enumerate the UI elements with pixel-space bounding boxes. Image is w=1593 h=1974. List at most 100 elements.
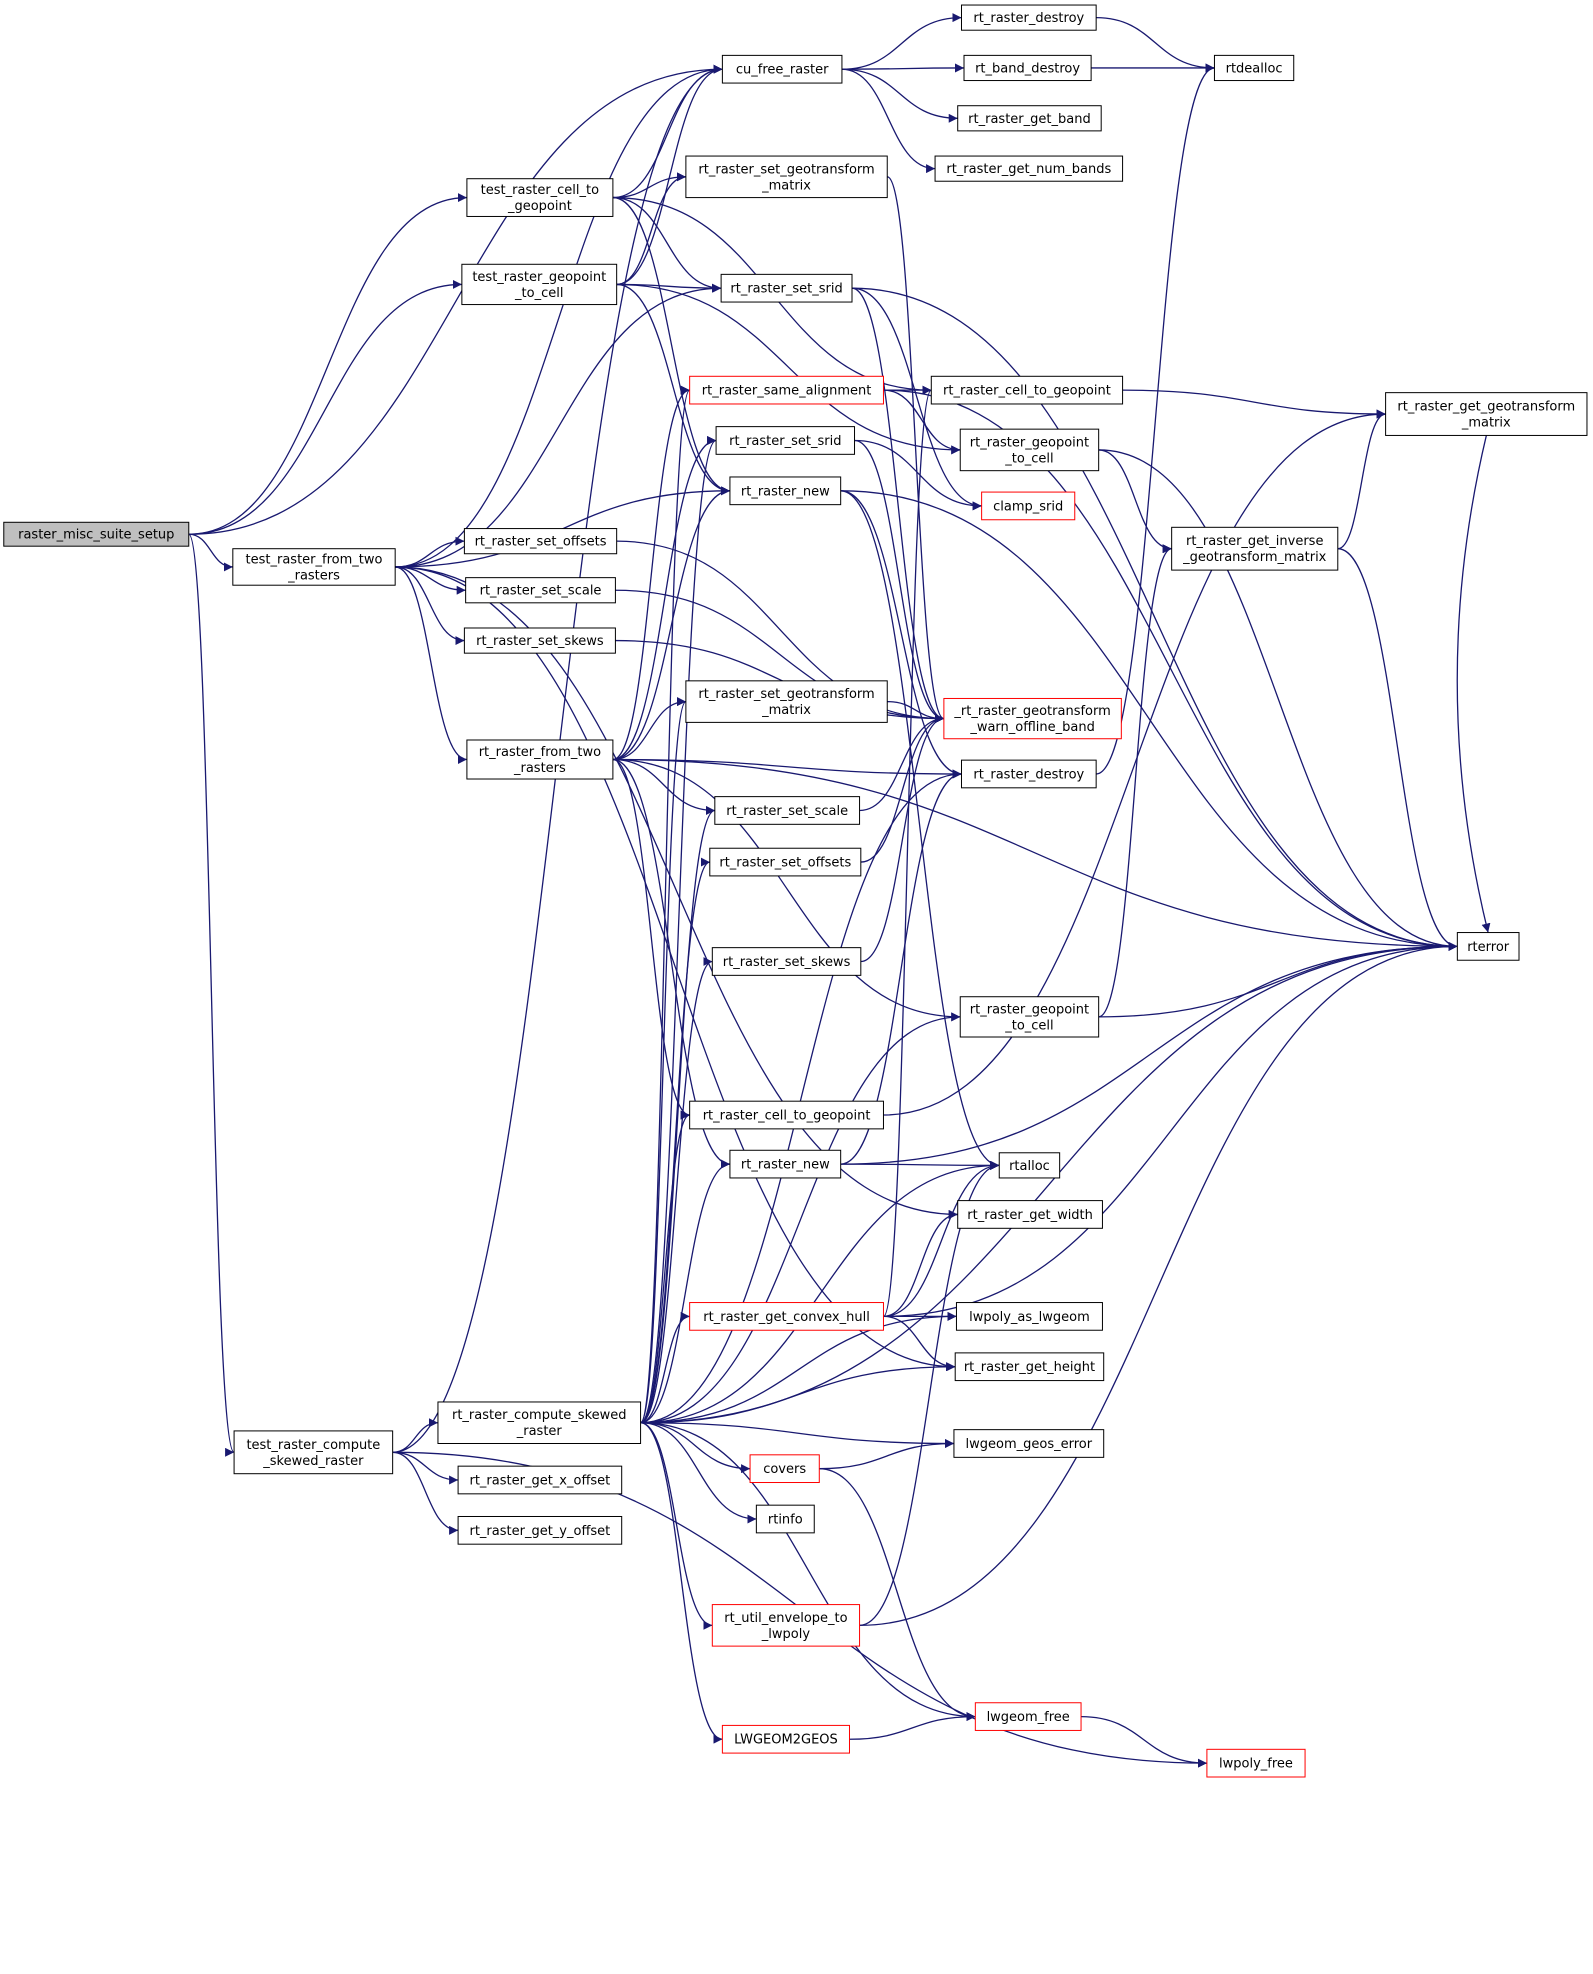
node-box [943,697,1122,740]
node-_rt_raster_geotransform_warn_offline_band[interactable]: _rt_raster_geotransform_warn_offline_ban… [943,697,1122,740]
node-label: rt_band_destroy [975,61,1080,76]
edge-test_raster_from_two_rasters-to-rt_raster_from_two_rasters [395,566,467,764]
edge-rt_raster_compute_skewed_raster-to-rt_raster_destroy_b [640,769,962,1424]
node-rt_raster_set_scale_b[interactable]: rt_raster_set_scale [714,796,861,825]
node-rt_raster_set_offsets_a[interactable]: rt_raster_set_offsets [463,528,618,555]
node-raster_misc_suite_setup[interactable]: raster_misc_suite_setup [3,521,190,547]
node-rt_raster_get_y_offset[interactable]: rt_raster_get_y_offset [457,1515,623,1545]
node-box [466,739,614,780]
edge-rt_raster_get_convex_hull-to-rt_raster_cell_to_geopoint_a [882,385,932,1318]
node-rt_raster_new_b[interactable]: rt_raster_new [729,1149,842,1179]
node-box [955,1302,1103,1331]
node-label: _to_cell [514,286,563,301]
node-rt_raster_set_srid_b[interactable]: rt_raster_set_srid [715,426,856,455]
node-rt_raster_set_scale_a[interactable]: rt_raster_set_scale [465,577,616,604]
node-lwpoly_free[interactable]: lwpoly_free [1206,1748,1306,1778]
node-rt_raster_get_num_bands[interactable]: rt_raster_get_num_bands [934,155,1124,182]
node-rt_raster_geopoint_to_cell_b[interactable]: rt_raster_geopoint_to_cell [959,996,1100,1038]
node-label: _rasters [287,568,340,583]
node-label: rt_raster_set_skews [476,634,604,649]
edge-rt_raster_cell_to_geopoint_b-to-rt_raster_get_geotransform_matrix [883,409,1386,1116]
edge-test_raster_cell_to_geopoint-to-rt_raster_set_geotransform_matrix_a [612,172,686,199]
node-box [689,1100,884,1130]
edge-rt_raster_compute_skewed_raster-to-lwgeom_free [640,1422,976,1722]
node-rt_raster_get_convex_hull[interactable]: rt_raster_get_convex_hull [689,1302,884,1331]
node-rt_band_destroy[interactable]: rt_band_destroy [963,54,1092,82]
edge-rt_raster_new_a-to-rterror [840,490,1458,951]
edge-rt_raster_from_two_rasters-to-rt_raster_set_scale_b [612,758,715,815]
edge-rt_raster_set_geotransform_matrix_a-to-_rt_raster_geotransform_warn_offline_band [886,176,945,723]
node-layer: raster_misc_suite_setup test_raster_from_… [3,4,1588,1778]
node-box [715,426,856,455]
node-box [1385,392,1588,436]
node-box [957,1200,1103,1229]
node-lwpoly_as_lwgeom[interactable]: lwpoly_as_lwgeom [955,1302,1103,1331]
node-label: rt_raster_get_inverse [1186,534,1323,549]
node-rtdealloc[interactable]: rtdealloc [1213,54,1295,82]
edge-rt_raster_geopoint_to_cell_b-to-rt_raster_get_inverse_geotransform_matrix [1098,544,1172,1018]
node-lwgeom_geos_error[interactable]: lwgeom_geos_error [953,1429,1105,1458]
node-label: test_raster_from_two [246,552,383,567]
node-label: raster_misc_suite_setup [18,528,174,543]
node-test_raster_cell_to_geopoint[interactable]: test_raster_cell_to_geopoint [466,178,614,217]
node-rt_raster_same_alignment[interactable]: rt_raster_same_alignment [689,375,884,405]
node-rt_raster_from_two_rasters[interactable]: rt_raster_from_two_rasters [466,739,614,780]
node-box [437,1401,642,1444]
node-box [960,759,1097,789]
node-box [685,680,888,723]
edge-rt_raster_compute_skewed_raster-to-rt_raster_geopoint_to_cell_b [640,1012,961,1424]
edge-rt_raster_new_a-to-rt_raster_destroy_b [840,490,962,779]
node-test_raster_geopoint_to_cell[interactable]: test_raster_geopoint_to_cell [461,263,618,306]
node-rt_raster_set_geotransform_matrix_b[interactable]: rt_raster_set_geotransform_matrix [685,680,888,723]
node-clamp_srid[interactable]: clamp_srid [981,491,1076,521]
node-box [711,1604,861,1647]
node-cu_free_raster[interactable]: cu_free_raster [721,54,843,84]
node-label: rt_raster_get_width [967,1208,1093,1223]
node-rt_raster_get_x_offset[interactable]: rt_raster_get_x_offset [457,1465,623,1495]
node-rtinfo[interactable]: rtinfo [755,1504,815,1534]
node-rt_raster_set_srid_a[interactable]: rt_raster_set_srid [720,273,853,303]
node-LWGEOM2GEOS[interactable]: LWGEOM2GEOS [721,1724,850,1754]
edge-rt_raster_set_srid_a-to-clamp_srid [852,287,982,511]
edge-rt_raster_get_inverse_geotransform_matrix-to-rt_raster_get_geotransform_matrix [1337,409,1386,550]
node-rt_raster_destroy_a[interactable]: rt_raster_destroy [960,4,1097,31]
node-rt_util_envelope_to_lwpoly[interactable]: rt_util_envelope_to_lwpoly [711,1604,861,1647]
node-rt_raster_set_skews_b[interactable]: rt_raster_set_skews [711,947,862,976]
node-rt_raster_get_width[interactable]: rt_raster_get_width [957,1200,1103,1229]
node-label: rt_raster_compute_skewed [452,1408,627,1423]
node-box [960,4,1097,31]
node-rt_raster_geopoint_to_cell_a[interactable]: rt_raster_geopoint_to_cell [959,428,1100,472]
node-rterror[interactable]: rterror [1456,932,1520,961]
node-rt_raster_set_skews_a[interactable]: rt_raster_set_skews [463,627,616,654]
node-rt_raster_get_inverse_geotransform_matrix[interactable]: rt_raster_get_inverse_geotransform_matri… [1171,526,1339,571]
node-lwgeom_free[interactable]: lwgeom_free [974,1702,1082,1731]
node-box [954,1352,1105,1382]
node-test_raster_compute_skewed_raster[interactable]: test_raster_compute_skewed_raster [233,1430,394,1475]
node-rt_raster_cell_to_geopoint_a[interactable]: rt_raster_cell_to_geopoint [930,375,1124,405]
node-label: rt_raster_geopoint [970,1002,1089,1017]
node-label: _geotransform_matrix [1182,550,1327,565]
node-rt_raster_new_a[interactable]: rt_raster_new [729,476,842,506]
edge-test_raster_geopoint_to_cell-to-rt_raster_geopoint_to_cell_a [616,283,961,455]
edge-rt_raster_set_srid_b-to-_rt_raster_geotransform_warn_offline_band [854,439,944,724]
node-rt_raster_get_geotransform_matrix[interactable]: rt_raster_get_geotransform_matrix [1385,392,1588,436]
node-box [963,54,1092,82]
node-rt_raster_destroy_b[interactable]: rt_raster_destroy [960,759,1097,789]
node-rt_raster_set_geotransform_matrix_a[interactable]: rt_raster_set_geotransform_matrix [685,155,888,199]
node-label: rt_util_envelope_to [724,1611,847,1626]
node-rt_raster_get_band[interactable]: rt_raster_get_band [957,105,1102,132]
node-rt_raster_cell_to_geopoint_b[interactable]: rt_raster_cell_to_geopoint [689,1100,884,1130]
edge-rt_raster_compute_skewed_raster-to-rt_raster_set_geotransform_matrix_b [639,697,687,1424]
node-rt_raster_get_height[interactable]: rt_raster_get_height [954,1352,1105,1382]
node-box [709,847,862,877]
node-box [959,996,1100,1038]
node-label: rt_raster_new [741,1158,830,1173]
edge-rt_raster_get_inverse_geotransform_matrix-to-rterror [1337,548,1458,951]
node-box [3,521,190,547]
node-rt_raster_compute_skewed_raster[interactable]: rt_raster_compute_skewed_raster [437,1401,642,1444]
edge-test_raster_compute_skewed_raster-to-rt_raster_get_y_offset [392,1451,459,1535]
node-rt_raster_set_offsets_b[interactable]: rt_raster_set_offsets [709,847,862,877]
node-test_raster_from_two_rasters[interactable]: test_raster_from_two_rasters [232,548,396,586]
node-covers[interactable]: covers [749,1454,820,1484]
node-rtalloc[interactable]: rtalloc [998,1152,1061,1179]
